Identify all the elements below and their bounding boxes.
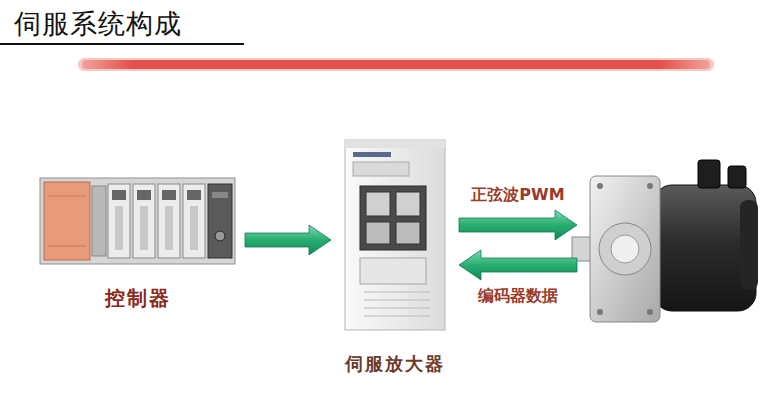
block-arrow (459, 210, 577, 240)
signal-label: 编码器数据 (476, 286, 560, 305)
controller-node: 控制器 (38, 176, 237, 316)
servo-motor-node (585, 155, 765, 335)
red-bar (82, 60, 710, 69)
diagram-title: 伺服系统构成 (14, 8, 182, 39)
servo-amplifier-node: 伺服放大器 (339, 136, 451, 380)
block-arrow (245, 225, 331, 255)
title-underline (0, 43, 244, 45)
block-arrow (459, 250, 577, 280)
edge-label-holder: 正弦波PWM (469, 185, 566, 206)
signal-label: 正弦波PWM (469, 185, 566, 204)
bar-glow (78, 58, 714, 71)
amplifier-label: 伺服放大器 (345, 352, 445, 376)
edge-label-holder: 编码器数据 (476, 286, 560, 307)
controller-label: 控制器 (105, 285, 171, 312)
plc-illustration (40, 178, 235, 264)
title-holder: 伺服系统构成 (14, 6, 182, 42)
servo-motor-illustration (572, 160, 758, 322)
servo-amplifier-illustration (345, 140, 445, 330)
